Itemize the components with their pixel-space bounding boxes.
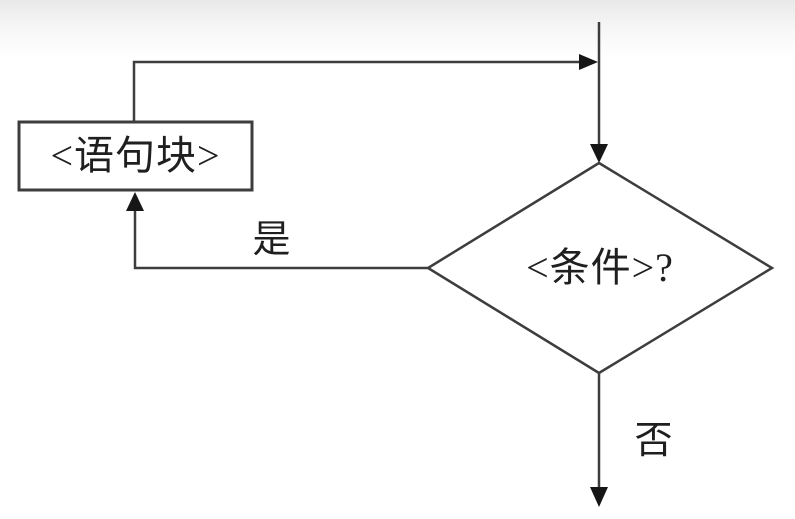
yes-edge-line <box>133 210 428 270</box>
arrowhead-up-icon <box>126 192 144 211</box>
statement-box <box>17 120 254 192</box>
condition-diamond <box>425 161 775 375</box>
no-branch-label: 否 <box>634 420 674 462</box>
loop-back-line <box>132 60 580 122</box>
yes-branch-label: 是 <box>252 219 292 261</box>
arrowhead-down-entry-icon <box>590 144 608 163</box>
arrowhead-right-icon <box>579 54 598 70</box>
statement-box-label: <语句块> <box>50 133 221 178</box>
arrowhead-down-exit-icon <box>590 487 608 507</box>
condition-diamond-label: <条件>? <box>526 245 674 290</box>
